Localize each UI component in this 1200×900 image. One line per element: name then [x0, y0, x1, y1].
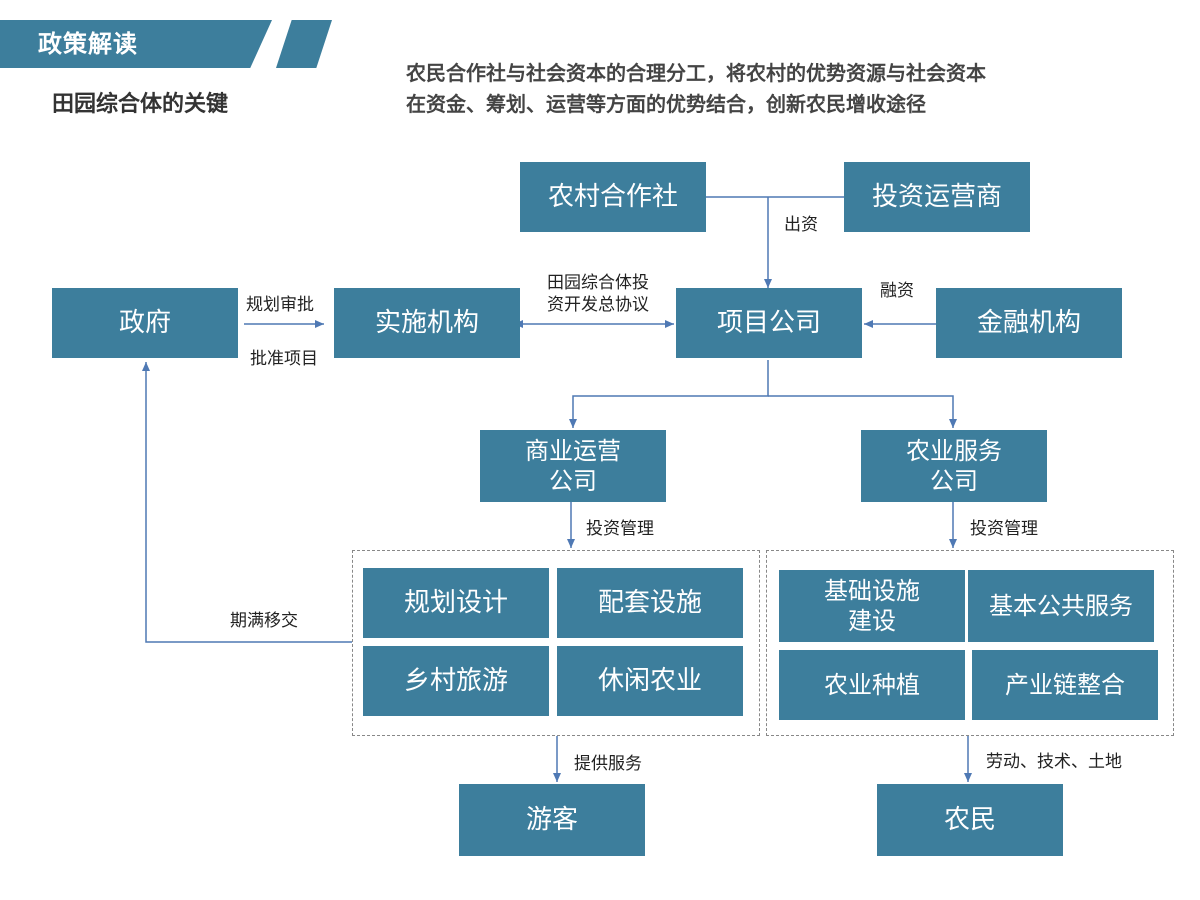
node-agri-planting-label: 农业种植: [824, 671, 920, 699]
description-line-1: 农民合作社与社会资本的合理分工，将农村的优势资源与社会资本: [406, 61, 986, 85]
node-implementing-agency: 实施机构: [334, 288, 520, 358]
label-labor-tech-land: 劳动、技术、土地: [986, 752, 1122, 772]
node-farmers-label: 农民: [943, 804, 996, 835]
node-public-services-label: 基本公共服务: [989, 592, 1133, 620]
edge-project-split: [569, 360, 769, 428]
node-planning-design: 规划设计: [363, 568, 549, 638]
group-agri-services: [766, 550, 1174, 736]
node-implementing-agency-label: 实施机构: [374, 307, 479, 338]
node-commercial-company-label: 商业运营 公司: [525, 437, 621, 495]
title-banner: [0, 20, 272, 68]
node-leisure-agriculture-label: 休闲农业: [597, 665, 702, 696]
label-invest-manage-right: 投资管理: [970, 519, 1038, 539]
node-financial-institution-label: 金融机构: [976, 307, 1081, 338]
node-commercial-company: 商业运营 公司: [480, 430, 666, 502]
node-tourists: 游客: [459, 784, 645, 856]
label-invest-manage-left: 投资管理: [586, 519, 654, 539]
label-provide-service: 提供服务: [574, 754, 642, 774]
banner-title: 政策解读: [38, 30, 138, 58]
label-transfer-on-expiry: 期满移交: [230, 611, 298, 631]
node-project-company-label: 项目公司: [716, 307, 821, 338]
node-project-company: 项目公司: [676, 288, 862, 358]
label-approve-project: 批准项目: [250, 349, 318, 369]
label-fund: 出资: [784, 215, 818, 235]
node-industry-chain-label: 产业链整合: [1005, 671, 1125, 699]
node-investor: 投资运营商: [844, 162, 1030, 232]
group-commercial-services: [352, 550, 760, 736]
edge-transfer: [142, 362, 352, 643]
node-tourists-label: 游客: [525, 804, 578, 835]
page-subtitle: 田园综合体的关键: [52, 92, 229, 117]
edge-project-split-right: [768, 395, 957, 428]
node-rural-tourism: 乡村旅游: [363, 646, 549, 716]
node-agri-service-company: 农业服务 公司: [861, 430, 1047, 502]
node-investor-label: 投资运营商: [871, 181, 1002, 212]
header-description: 农民合作社与社会资本的合理分工，将农村的优势资源与社会资本 在资金、筹划、运营等…: [406, 58, 1146, 120]
node-industry-chain: 产业链整合: [972, 650, 1158, 720]
description-line-2: 在资金、筹划、运营等方面的优势结合，创新农民增收途径: [406, 92, 926, 116]
node-supporting-facilities-label: 配套设施: [597, 587, 702, 618]
node-planning-design-label: 规划设计: [403, 587, 508, 618]
node-agri-planting: 农业种植: [779, 650, 965, 720]
node-financial-institution: 金融机构: [936, 288, 1122, 358]
node-supporting-facilities: 配套设施: [557, 568, 743, 638]
node-cooperative: 农村合作社: [520, 162, 706, 232]
node-infrastructure-label: 基础设施 建设: [824, 577, 920, 635]
node-leisure-agriculture: 休闲农业: [557, 646, 743, 716]
node-farmers: 农民: [877, 784, 1063, 856]
label-agreement: 田园综合体投 资开发总协议: [547, 273, 649, 315]
node-infrastructure: 基础设施 建设: [779, 570, 965, 642]
node-public-services: 基本公共服务: [968, 570, 1154, 642]
node-agri-service-company-label: 农业服务 公司: [906, 437, 1002, 495]
node-cooperative-label: 农村合作社: [547, 181, 678, 212]
node-government-label: 政府: [118, 307, 171, 338]
label-planning-approval: 规划审批: [246, 295, 314, 315]
node-government: 政府: [52, 288, 238, 358]
label-financing: 融资: [880, 281, 914, 301]
node-rural-tourism-label: 乡村旅游: [403, 665, 508, 696]
